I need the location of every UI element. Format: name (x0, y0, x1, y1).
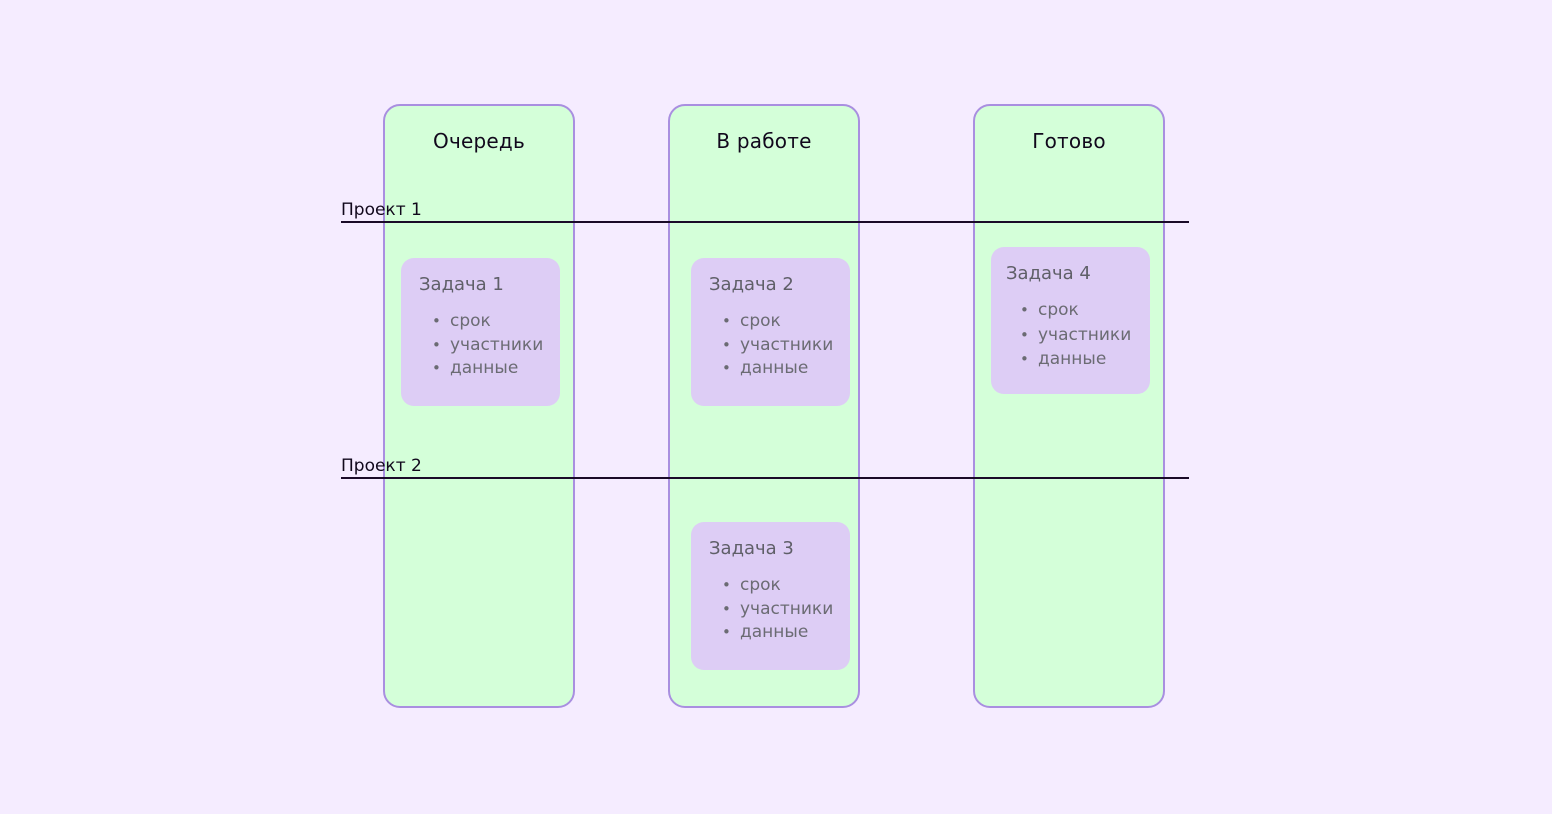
list-item-label: данные (1038, 349, 1107, 369)
list-item: • участники (720, 598, 833, 622)
swimlane-divider-project-1 (341, 221, 1189, 223)
list-item-label: данные (740, 358, 809, 378)
bullet-icon: • (1020, 325, 1029, 344)
list-item: • срок (430, 310, 543, 334)
bullet-icon: • (1020, 350, 1029, 368)
task-card-details: • срок • участники • данные (720, 574, 833, 645)
task-card[interactable]: Задача 2 • срок • участники • данные (691, 258, 850, 406)
swimlane-label-project-1: Проект 1 (341, 200, 422, 220)
swimlane-label-project-2: Проект 2 (341, 456, 422, 476)
bullet-icon: • (722, 623, 731, 641)
task-card-title: Задача 3 (709, 538, 794, 559)
kanban-column-done[interactable]: Готово (973, 104, 1165, 708)
task-card-title: Задача 4 (1006, 263, 1091, 284)
task-card-details: • срок • участники • данные (430, 310, 543, 381)
bullet-icon: • (722, 312, 731, 330)
list-item-label: данные (740, 622, 809, 642)
list-item-label: участники (1038, 324, 1132, 345)
list-item: • срок (720, 310, 833, 334)
bullet-icon: • (432, 312, 441, 330)
bullet-icon: • (722, 359, 731, 377)
bullet-icon: • (722, 335, 731, 354)
kanban-column-queue[interactable]: Очередь (383, 104, 575, 708)
list-item-label: данные (450, 358, 519, 378)
bullet-icon: • (722, 576, 731, 594)
list-item: • срок (720, 574, 833, 598)
list-item-label: участники (740, 334, 834, 355)
list-item: • участники (1018, 323, 1131, 348)
list-item-label: срок (1038, 300, 1079, 320)
task-card[interactable]: Задача 3 • срок • участники • данные (691, 522, 850, 670)
task-card[interactable]: Задача 4 • срок • участники • данные (991, 247, 1150, 394)
list-item: • данные (720, 621, 833, 645)
list-item: • участники (430, 334, 543, 358)
task-card-details: • срок • участники • данные (1018, 298, 1131, 372)
list-item: • участники (720, 334, 833, 358)
bullet-icon: • (432, 359, 441, 377)
list-item-label: срок (740, 311, 781, 331)
list-item-label: срок (740, 575, 781, 595)
task-card-title: Задача 2 (709, 274, 794, 295)
list-item: • данные (720, 357, 833, 381)
column-title: Готово (1032, 129, 1106, 153)
task-card-title: Задача 1 (419, 274, 504, 295)
bullet-icon: • (1020, 301, 1029, 319)
bullet-icon: • (432, 335, 441, 354)
list-item: • срок (1018, 298, 1131, 323)
list-item-label: участники (740, 598, 834, 619)
column-title: Очередь (433, 129, 525, 153)
list-item-label: участники (450, 334, 544, 355)
list-item: • данные (1018, 347, 1131, 372)
task-card-details: • срок • участники • данные (720, 310, 833, 381)
task-card[interactable]: Задача 1 • срок • участники • данные (401, 258, 560, 406)
column-title: В работе (716, 129, 812, 153)
swimlane-divider-project-2 (341, 477, 1189, 479)
list-item: • данные (430, 357, 543, 381)
bullet-icon: • (722, 599, 731, 618)
list-item-label: срок (450, 311, 491, 331)
